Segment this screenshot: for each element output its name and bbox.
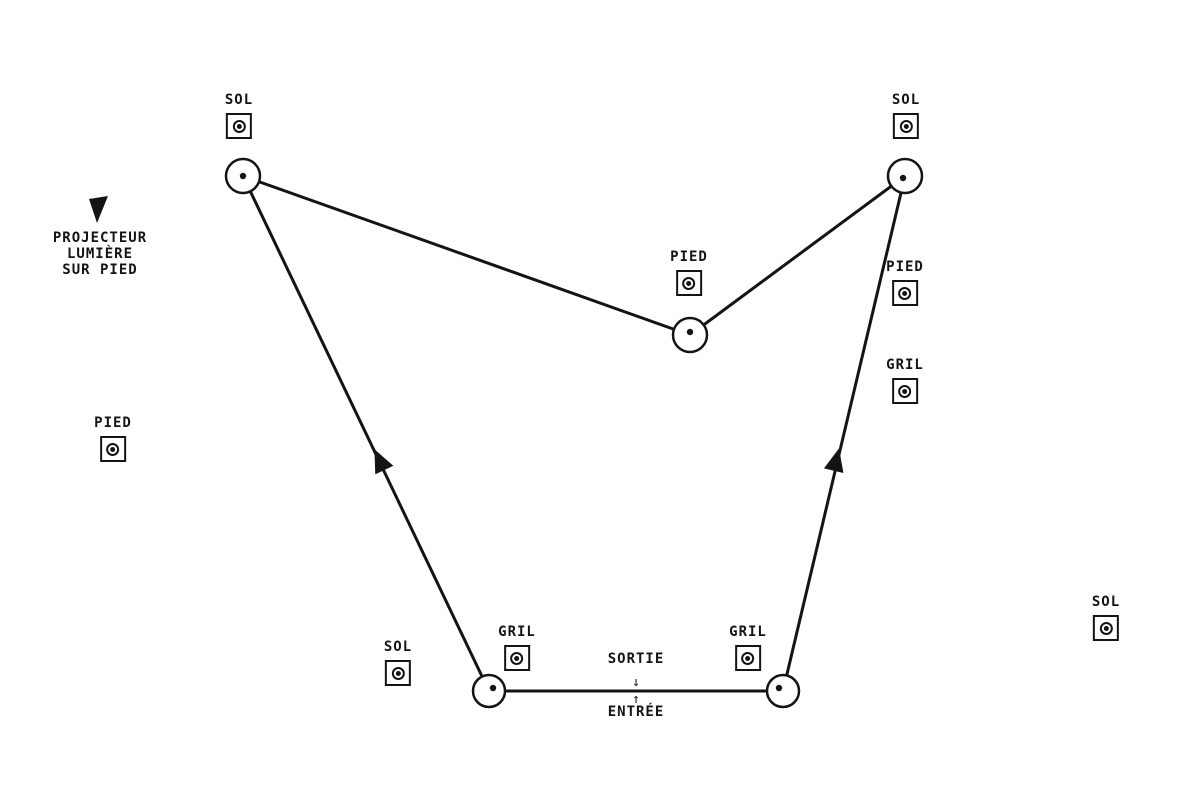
- fixture-sol-top-right: SOL: [892, 93, 920, 139]
- exit-arrow-icon: ↓: [632, 675, 640, 690]
- fixture-label: SOL: [383, 639, 413, 655]
- fixture-gril-bottom-left: GRIL: [498, 625, 536, 671]
- legend-line: SUR PIED: [62, 262, 138, 278]
- fixture-label: GRIL: [498, 624, 536, 640]
- projector-symbol-icon: [892, 113, 919, 139]
- position-dot: [489, 684, 497, 692]
- route-line-topleft-to-center: [242, 174, 691, 337]
- position-circle-bottom-left: [471, 673, 507, 709]
- fixture-label: SOL: [224, 92, 254, 108]
- fixture-label: PIED: [94, 415, 132, 431]
- fixture-gril-bottom-right: GRIL: [729, 625, 767, 671]
- position-dots: [239, 172, 907, 692]
- exit-label: SORTIE: [607, 651, 665, 667]
- projector-symbol-icon: [735, 645, 761, 671]
- fixture-label: PIED: [670, 249, 708, 265]
- position-dot: [899, 174, 907, 182]
- enter-label: ENTRÉE: [607, 704, 665, 720]
- projector-symbol-icon: [1092, 615, 1119, 641]
- position-dot: [239, 172, 247, 180]
- position-circle-bottom-right: [765, 673, 801, 709]
- fixture-gril-right: GRIL: [886, 358, 924, 404]
- position-dot: [775, 684, 783, 692]
- position-dot: [686, 328, 694, 336]
- fixture-pied-left: PIED: [94, 416, 132, 462]
- route-line-topleft-to-bottomleft: [241, 175, 491, 692]
- direction-arrow-right-icon: [823, 448, 844, 474]
- fixture-label: PIED: [886, 259, 924, 275]
- fixture-sol-top-left: SOL: [225, 93, 253, 139]
- fixture-label: GRIL: [886, 357, 924, 373]
- projector-symbol-icon: [225, 113, 252, 139]
- fixture-label: SOL: [1091, 594, 1121, 610]
- projector-symbol-icon: [676, 270, 702, 296]
- projector-symbol-icon: [384, 660, 411, 686]
- projector-symbol-icon: [892, 280, 918, 306]
- fixture-sol-far-right: SOL: [1092, 595, 1120, 641]
- route-line-bottomright-to-topright: [781, 175, 907, 692]
- legend-line: LUMIÈRE: [66, 246, 134, 262]
- route-line-center-to-topright: [689, 174, 906, 337]
- fixture-label: GRIL: [729, 624, 767, 640]
- legend-projector-flag-icon: [89, 196, 108, 223]
- fixture-pied-right: PIED: [886, 260, 924, 306]
- legend-line: PROJECTEUR: [52, 230, 148, 246]
- legend-text: PROJECTEUR LUMIÈRE SUR PIED: [53, 230, 147, 278]
- route-path: [241, 174, 907, 693]
- projector-symbol-icon: [892, 378, 918, 404]
- fixture-label: SOL: [891, 92, 921, 108]
- fixture-pied-center: PIED: [670, 250, 708, 296]
- projector-symbol-icon: [100, 436, 126, 462]
- enter-arrow-icon: ↑: [632, 692, 640, 707]
- position-circles: [224, 157, 924, 709]
- projector-symbol-icon: [504, 645, 530, 671]
- fixture-sol-bottom: SOL: [384, 640, 412, 686]
- direction-arrow-left-icon: [374, 449, 394, 475]
